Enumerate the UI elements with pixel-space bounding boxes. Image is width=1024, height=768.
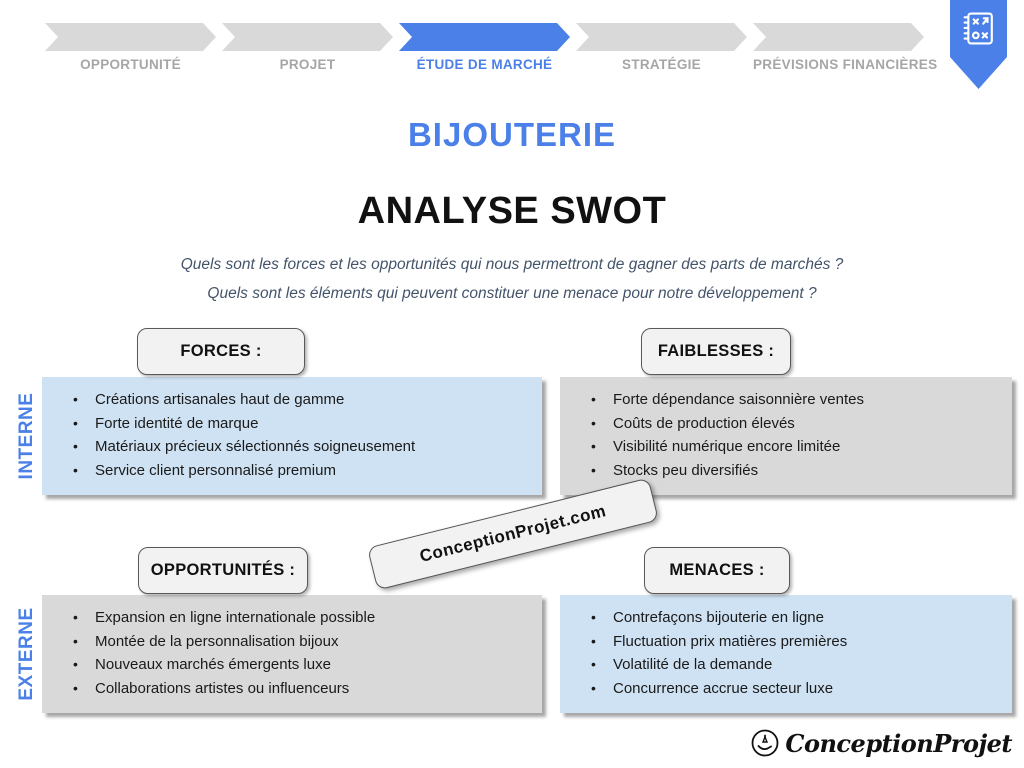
step-label-projet[interactable]: PROJET bbox=[279, 57, 336, 72]
faiblesses-header-label: FAIBLESSES : bbox=[657, 342, 775, 360]
step-chevron-opportunite[interactable] bbox=[45, 23, 216, 51]
list-item: Volatilité de la demande bbox=[560, 653, 1004, 677]
sector-title: BIJOUTERIE bbox=[407, 116, 617, 153]
menaces-header-label: MENACES : bbox=[669, 561, 765, 579]
opportunites-header: OPPORTUNITÉS : bbox=[138, 547, 308, 594]
list-item: Forte identité de marque bbox=[42, 412, 534, 436]
watermark-text: ConceptionProjet.com bbox=[417, 501, 609, 566]
menaces-list: Contrefaçons bijouterie en ligne Fluctua… bbox=[560, 595, 1012, 700]
faiblesses-box: Forte dépendance saisonnière ventes Coût… bbox=[560, 377, 1012, 495]
step-chevron-etude-de-marche[interactable] bbox=[399, 23, 570, 51]
opportunites-box: Expansion en ligne internationale possib… bbox=[42, 595, 542, 713]
footer-logo: ConceptionProjet bbox=[750, 728, 1012, 758]
faiblesses-header: FAIBLESSES : bbox=[641, 328, 791, 375]
list-item: Expansion en ligne internationale possib… bbox=[42, 606, 534, 630]
opportunites-header-label: OPPORTUNITÉS : bbox=[150, 561, 296, 579]
opportunites-list: Expansion en ligne internationale possib… bbox=[42, 595, 542, 700]
list-item: Collaborations artistes ou influenceurs bbox=[42, 677, 534, 701]
list-item: Stocks peu diversifiés bbox=[560, 459, 1004, 483]
strategy-plan-icon bbox=[963, 12, 993, 45]
list-item: Contrefaçons bijouterie en ligne bbox=[560, 606, 1004, 630]
step-label-opportunite[interactable]: OPPORTUNITÉ bbox=[80, 57, 181, 72]
step-label-previsions[interactable]: PRÉVISIONS FINANCIÈRES bbox=[753, 57, 938, 72]
process-stepper-labels: OPPORTUNITÉ PROJET ÉTUDE DE MARCHÉ STRAT… bbox=[45, 57, 938, 72]
forces-header-label: FORCES : bbox=[180, 342, 262, 360]
intro-question-1: Quels sont les forces et les opportunité… bbox=[180, 256, 844, 273]
corner-bookmark-badge bbox=[950, 0, 1007, 89]
process-stepper bbox=[45, 23, 924, 51]
row-label-externe: EXTERNE bbox=[16, 607, 37, 701]
menaces-box: Contrefaçons bijouterie en ligne Fluctua… bbox=[560, 595, 1012, 713]
hand-logo-icon bbox=[751, 729, 779, 757]
page-title: ANALYSE SWOT bbox=[357, 190, 667, 232]
footer-logo-text: ConceptionProjet bbox=[785, 728, 1012, 758]
list-item: Fluctuation prix matières premières bbox=[560, 630, 1004, 654]
step-chevron-projet[interactable] bbox=[222, 23, 393, 51]
faiblesses-list: Forte dépendance saisonnière ventes Coût… bbox=[560, 377, 1012, 482]
list-item: Concurrence accrue secteur luxe bbox=[560, 677, 1004, 701]
list-item: Nouveaux marchés émergents luxe bbox=[42, 653, 534, 677]
forces-header: FORCES : bbox=[137, 328, 305, 375]
step-chevron-strategie[interactable] bbox=[576, 23, 747, 51]
step-chevron-previsions[interactable] bbox=[753, 23, 924, 51]
row-label-interne: INTERNE bbox=[16, 392, 37, 480]
list-item: Créations artisanales haut de gamme bbox=[42, 388, 534, 412]
list-item: Montée de la personnalisation bijoux bbox=[42, 630, 534, 654]
forces-list: Créations artisanales haut de gamme Fort… bbox=[42, 377, 542, 482]
forces-box: Créations artisanales haut de gamme Fort… bbox=[42, 377, 542, 495]
list-item: Coûts de production élevés bbox=[560, 412, 1004, 436]
intro-question-2: Quels sont les éléments qui peuvent cons… bbox=[207, 285, 817, 302]
list-item: Visibilité numérique encore limitée bbox=[560, 435, 1004, 459]
menaces-header: MENACES : bbox=[644, 547, 790, 594]
list-item: Service client personnalisé premium bbox=[42, 459, 534, 483]
step-label-strategie[interactable]: STRATÉGIE bbox=[622, 57, 701, 72]
step-label-etude-de-marche[interactable]: ÉTUDE DE MARCHÉ bbox=[416, 57, 553, 72]
list-item: Matériaux précieux sélectionnés soigneus… bbox=[42, 435, 534, 459]
list-item: Forte dépendance saisonnière ventes bbox=[560, 388, 1004, 412]
